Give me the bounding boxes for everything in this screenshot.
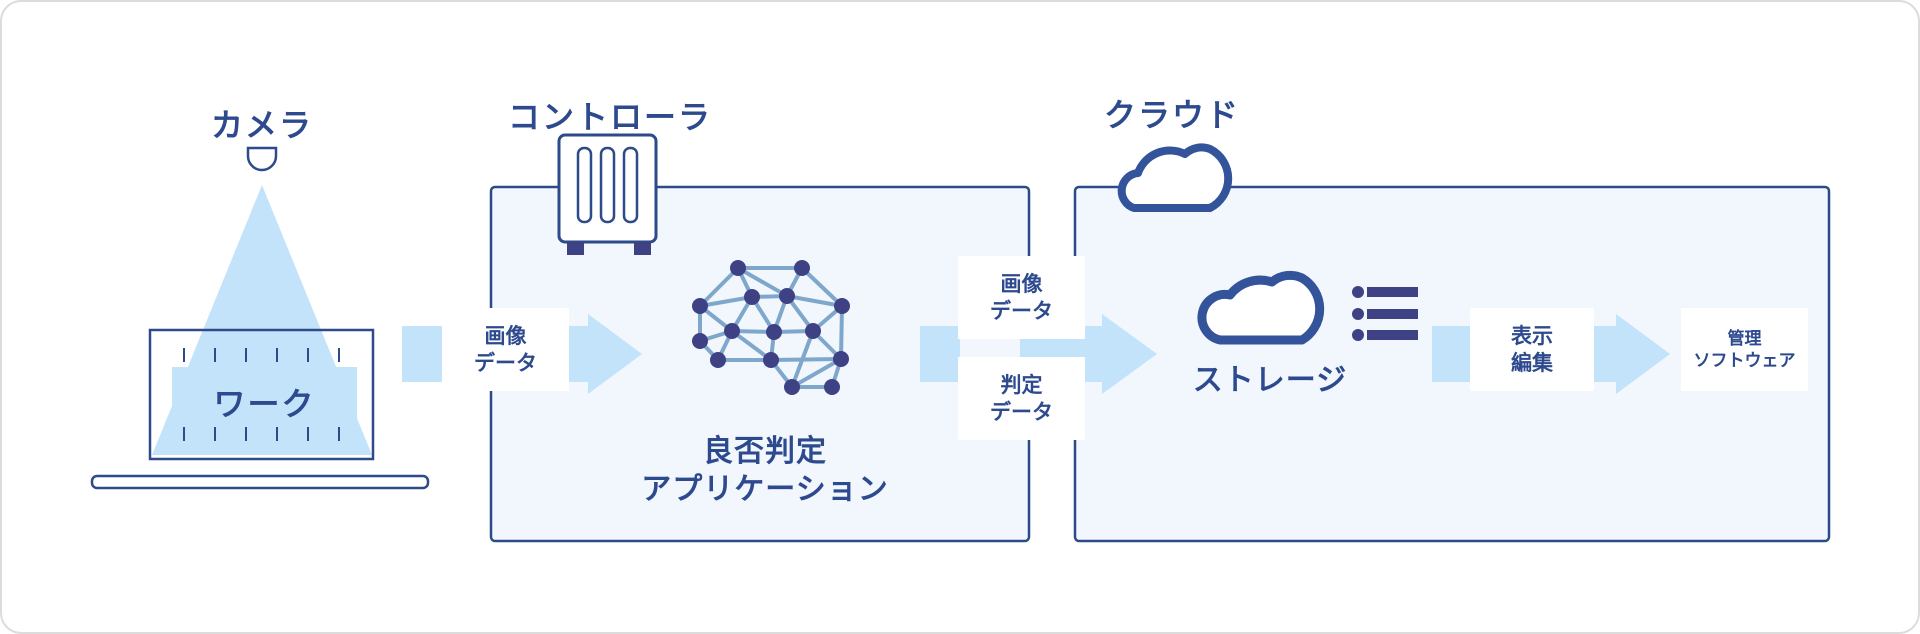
neural-network-icon (692, 260, 850, 395)
work-frame (148, 328, 375, 461)
flow-arrow-2-head (1102, 314, 1157, 394)
flow-label-image-data-1-line2: データ (474, 350, 537, 375)
flow-label-judgement-data-line2: データ (990, 399, 1053, 424)
work-label-backdrop (172, 367, 357, 429)
work-label: ワーク (213, 385, 316, 423)
flow-label-image-data-2: 画像 データ (958, 256, 1085, 339)
flow-label-display-edit: 表示 編集 (1470, 308, 1594, 391)
application-label: 良否判定 アプリケーション (620, 433, 910, 509)
flow-arrow-1-head (588, 314, 642, 394)
flow-arrow-2-tail (920, 326, 960, 382)
cloud-label: クラウド (1103, 96, 1240, 134)
flow-label-display-edit-line2: 編集 (1511, 350, 1553, 375)
work-ticks-top (183, 348, 340, 362)
management-label-line2: ソフトウェア (1693, 350, 1796, 371)
flow-label-image-data-2-line1: 画像 (1000, 271, 1043, 296)
flow-arrow-3-tail (1432, 326, 1472, 382)
flow-arrow-3-stem (1590, 326, 1620, 382)
controller-label: コントローラ (507, 98, 712, 136)
flow-arrow-3-head (1616, 314, 1670, 394)
application-label-line2: アプリケーション (641, 472, 889, 507)
flow-arrow-1-tail (402, 326, 442, 382)
storage-cloud-icon (1197, 270, 1325, 345)
camera-icon (246, 146, 278, 172)
storage-label: ストレージ (1192, 363, 1348, 398)
flow-label-image-data-1: 画像 データ (442, 308, 569, 391)
conveyor-belt (90, 474, 430, 490)
flow-label-judgement-data: 判定 データ (958, 357, 1085, 440)
cloud-icon (1117, 143, 1233, 212)
work-ticks-bottom (183, 427, 340, 441)
application-label-line1: 良否判定 (703, 434, 827, 469)
flow-label-image-data-1-line1: 画像 (484, 323, 527, 348)
flow-label-judgement-data-line1: 判定 (1000, 372, 1043, 397)
storage-list-icon (1352, 286, 1418, 341)
management-label-line1: 管理 (1727, 328, 1762, 349)
controller-icon (557, 133, 658, 255)
camera-label: カメラ (210, 106, 313, 144)
management-software-box: 管理 ソフトウェア (1681, 308, 1808, 391)
flow-label-image-data-2-line2: データ (990, 298, 1053, 323)
flow-label-display-edit-line1: 表示 (1511, 323, 1553, 348)
